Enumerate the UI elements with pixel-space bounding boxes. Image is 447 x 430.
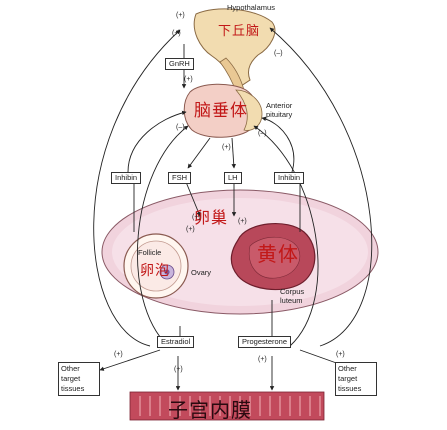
sign-plus: (+) <box>184 76 193 83</box>
sign-minus: (–) <box>258 130 267 137</box>
sign-plus: (+) <box>238 218 247 225</box>
sign-plus: (+) <box>174 366 183 373</box>
sign-minus: (–) <box>176 124 185 131</box>
corpus-luteum-cn-label: 黄体 <box>257 242 299 266</box>
progesterone-box: Progesterone <box>238 336 292 348</box>
hypothalamus-label: Hypothalamus <box>227 3 275 12</box>
pituitary-cn-label: 脑垂体 <box>194 101 248 121</box>
sign-minus: (–) <box>274 50 283 57</box>
ovary-label: Ovary <box>191 268 212 277</box>
sign-plus: (+) <box>336 351 345 358</box>
anterior-pituitary-label: Anterior pituitary <box>266 101 293 119</box>
other-target-tissues-left-box: Other target tissues <box>58 362 100 396</box>
sign-plus: (+) <box>258 356 267 363</box>
sign-plus: (+) <box>114 351 123 358</box>
gnrh-box: GnRH <box>165 58 194 70</box>
lh-box: LH <box>224 172 242 184</box>
ovary-cn-label: 卵巢 <box>194 208 229 227</box>
sign-plus: (+) <box>222 144 231 151</box>
endometrium-shape <box>129 391 325 421</box>
endometrium-cn-label: 子宫内膜 <box>168 398 252 422</box>
follicle-cn-label: 卵泡 <box>140 263 170 279</box>
inhibin-right-box: Inhibin <box>274 172 305 184</box>
hypothalamus-cn-label: 下丘脑 <box>218 24 261 39</box>
corpus-luteum-label: Corpus luteum <box>280 287 305 305</box>
hypothalamus-shape <box>193 8 276 89</box>
sign-plus: (+) <box>186 226 195 233</box>
sign-plus: (+) <box>176 12 185 19</box>
fsh-box: FSH <box>168 172 191 184</box>
other-target-tissues-right-box: Other target tissues <box>335 362 377 396</box>
inhibin-left-box: Inhibin <box>111 172 142 184</box>
estradiol-box: Estradiol <box>157 336 195 348</box>
sign-plus: (+) <box>192 214 201 221</box>
sign-plus: (+) <box>172 30 181 37</box>
follicle-label: Follicle <box>138 248 162 257</box>
